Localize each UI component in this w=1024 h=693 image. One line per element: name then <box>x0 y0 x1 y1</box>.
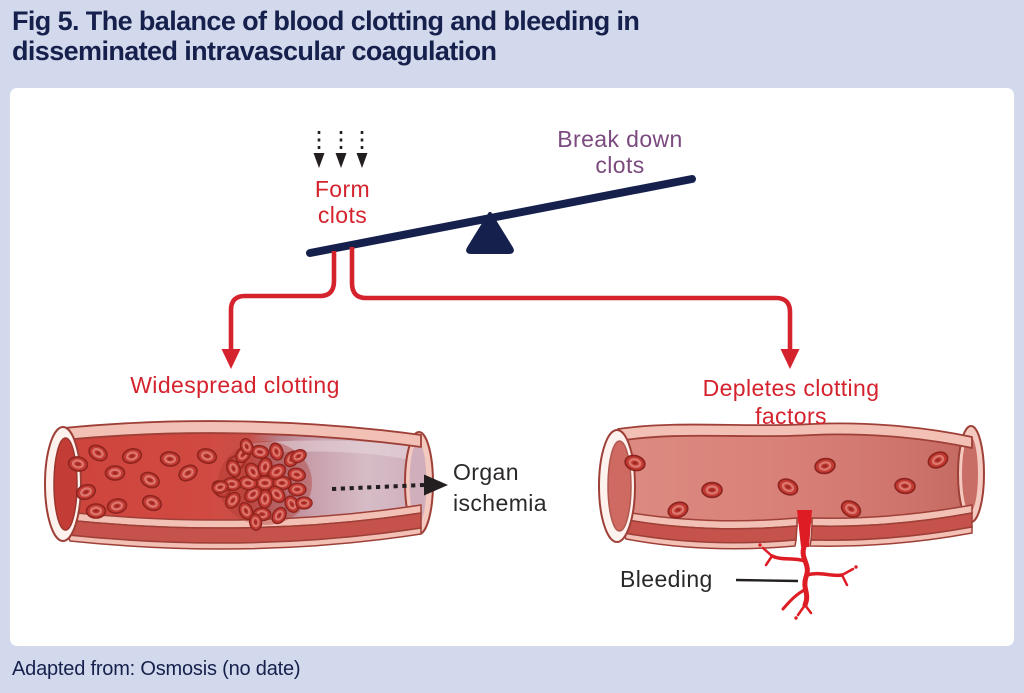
vessel-bottom-wall-outer <box>66 527 422 550</box>
source-credit: Adapted from: Osmosis (no date) <box>12 658 301 680</box>
vessel-wall-breach <box>797 510 812 547</box>
seesaw-fulcrum-icon <box>466 212 514 254</box>
branch-arrow-left-icon <box>228 251 337 350</box>
vessel-left-opening <box>53 437 78 531</box>
red-blood-cell-icon <box>85 502 107 520</box>
branch-arrow-right-icon <box>349 247 793 350</box>
bleeding-pointer-line <box>735 578 799 583</box>
vessel-right-opening <box>409 442 427 524</box>
diagram-panel <box>10 88 1014 646</box>
vessel-top-wall <box>617 422 973 449</box>
branch-arrowhead-right-icon <box>780 349 800 369</box>
vessel-top-wall <box>63 420 422 448</box>
balance-label-break-down-clots: Break down clots <box>557 126 683 178</box>
vessel-clotting-illustration <box>44 420 448 550</box>
organ-ischemia-arrow-icon <box>331 474 448 496</box>
vessel-bottom-left-outer <box>622 532 797 550</box>
annotation-bleeding: Bleeding <box>620 566 713 592</box>
outcome-label-widespread-clotting: Widespread clotting <box>130 372 340 398</box>
vessel-bleeding-illustration <box>598 422 985 620</box>
bleeding-splatter-icon <box>758 543 858 620</box>
branch-arrows <box>221 247 800 369</box>
figure-title: Fig 5. The balance of blood clotting and… <box>12 6 640 66</box>
outcome-label-depletes-clotting-factors: Depletes clotting factors <box>702 375 880 429</box>
vessel-bottom-right-outer <box>809 526 973 547</box>
vessel-lumen-highlight <box>250 440 418 462</box>
seesaw-beam <box>306 175 696 257</box>
balance-label-form-clots: Form clots <box>314 176 371 228</box>
red-blood-cell-icon <box>700 481 724 499</box>
annotation-organ-ischemia: Organ ischemia <box>453 459 547 516</box>
red-blood-cell-icon <box>287 482 307 497</box>
vessel-right-opening <box>962 436 978 512</box>
red-blood-cell-icon <box>294 496 314 510</box>
vessel-lumen <box>618 426 972 524</box>
branch-arrowhead-left-icon <box>221 349 241 369</box>
red-blood-cell-icon <box>104 464 126 482</box>
pressure-arrows-icon <box>313 131 368 168</box>
